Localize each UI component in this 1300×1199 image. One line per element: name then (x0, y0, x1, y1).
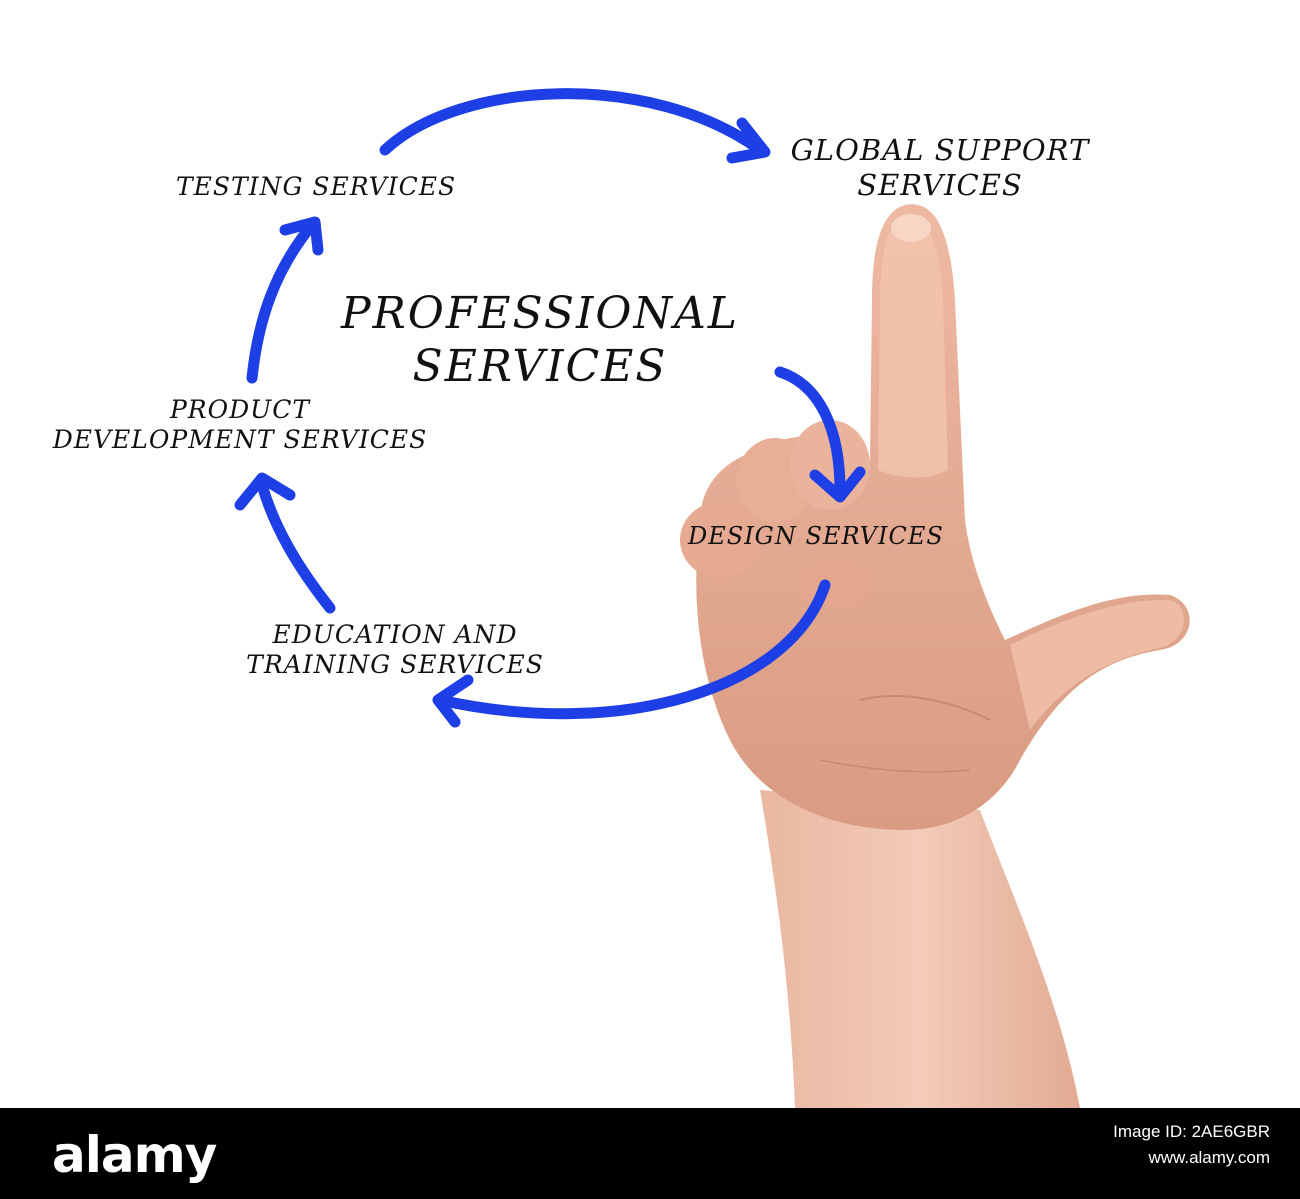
title-line-2: SERVICES (412, 340, 668, 392)
node-global-support-label-line-2: SERVICES (857, 167, 1023, 202)
pointing-hand (680, 204, 1190, 1108)
arrow-testing-to-global-support (379, 88, 766, 156)
diagram-title: PROFESSIONAL SERVICES (300, 288, 780, 394)
node-global-support-label-line-1: GLOBAL SUPPORT (790, 133, 1090, 167)
node-education-label-line-1: EDUCATION AND (272, 620, 518, 649)
node-design-services: DESIGN SERVICES (688, 522, 944, 551)
node-education-label-line-2: TRAINING SERVICES (246, 650, 544, 679)
node-testing-label: TESTING SERVICES (176, 172, 457, 201)
arrow-center-to-design (774, 366, 846, 496)
arrowhead-education (432, 674, 474, 728)
arrowhead-global-support (726, 117, 771, 164)
image-id-label: Image ID: 2AE6GBR (1113, 1122, 1270, 1141)
node-product-development-services: PRODUCT DEVELOPMENT SERVICES (40, 395, 440, 455)
arrowhead-testing (279, 216, 324, 256)
node-product-development-label-line-1: PRODUCT (169, 395, 311, 424)
node-testing-services: TESTING SERVICES (176, 172, 456, 202)
cycle-arrows (234, 88, 866, 728)
title-line-1: PROFESSIONAL (341, 288, 739, 339)
arrowhead-product-development (234, 472, 296, 511)
node-global-support-services: GLOBAL SUPPORT SERVICES (770, 133, 1110, 203)
node-education-training-services: EDUCATION AND TRAINING SERVICES (225, 620, 565, 680)
diagram-canvas (234, 88, 1190, 1108)
node-design-label: DESIGN SERVICES (688, 522, 944, 550)
watermark-footer (0, 1108, 1300, 1199)
node-product-development-label-line-2: DEVELOPMENT SERVICES (52, 425, 428, 454)
arrow-product-development-to-testing (246, 219, 318, 384)
arrowhead-design (809, 466, 866, 503)
site-url: www.alamy.com (1148, 1147, 1270, 1167)
arrow-design-to-education (434, 579, 831, 720)
arrow-education-to-product-development (256, 479, 336, 614)
image-id-block: Image ID: 2AE6GBR www.alamy.com (1113, 1119, 1270, 1170)
brand-logo: alamy (52, 1126, 217, 1184)
